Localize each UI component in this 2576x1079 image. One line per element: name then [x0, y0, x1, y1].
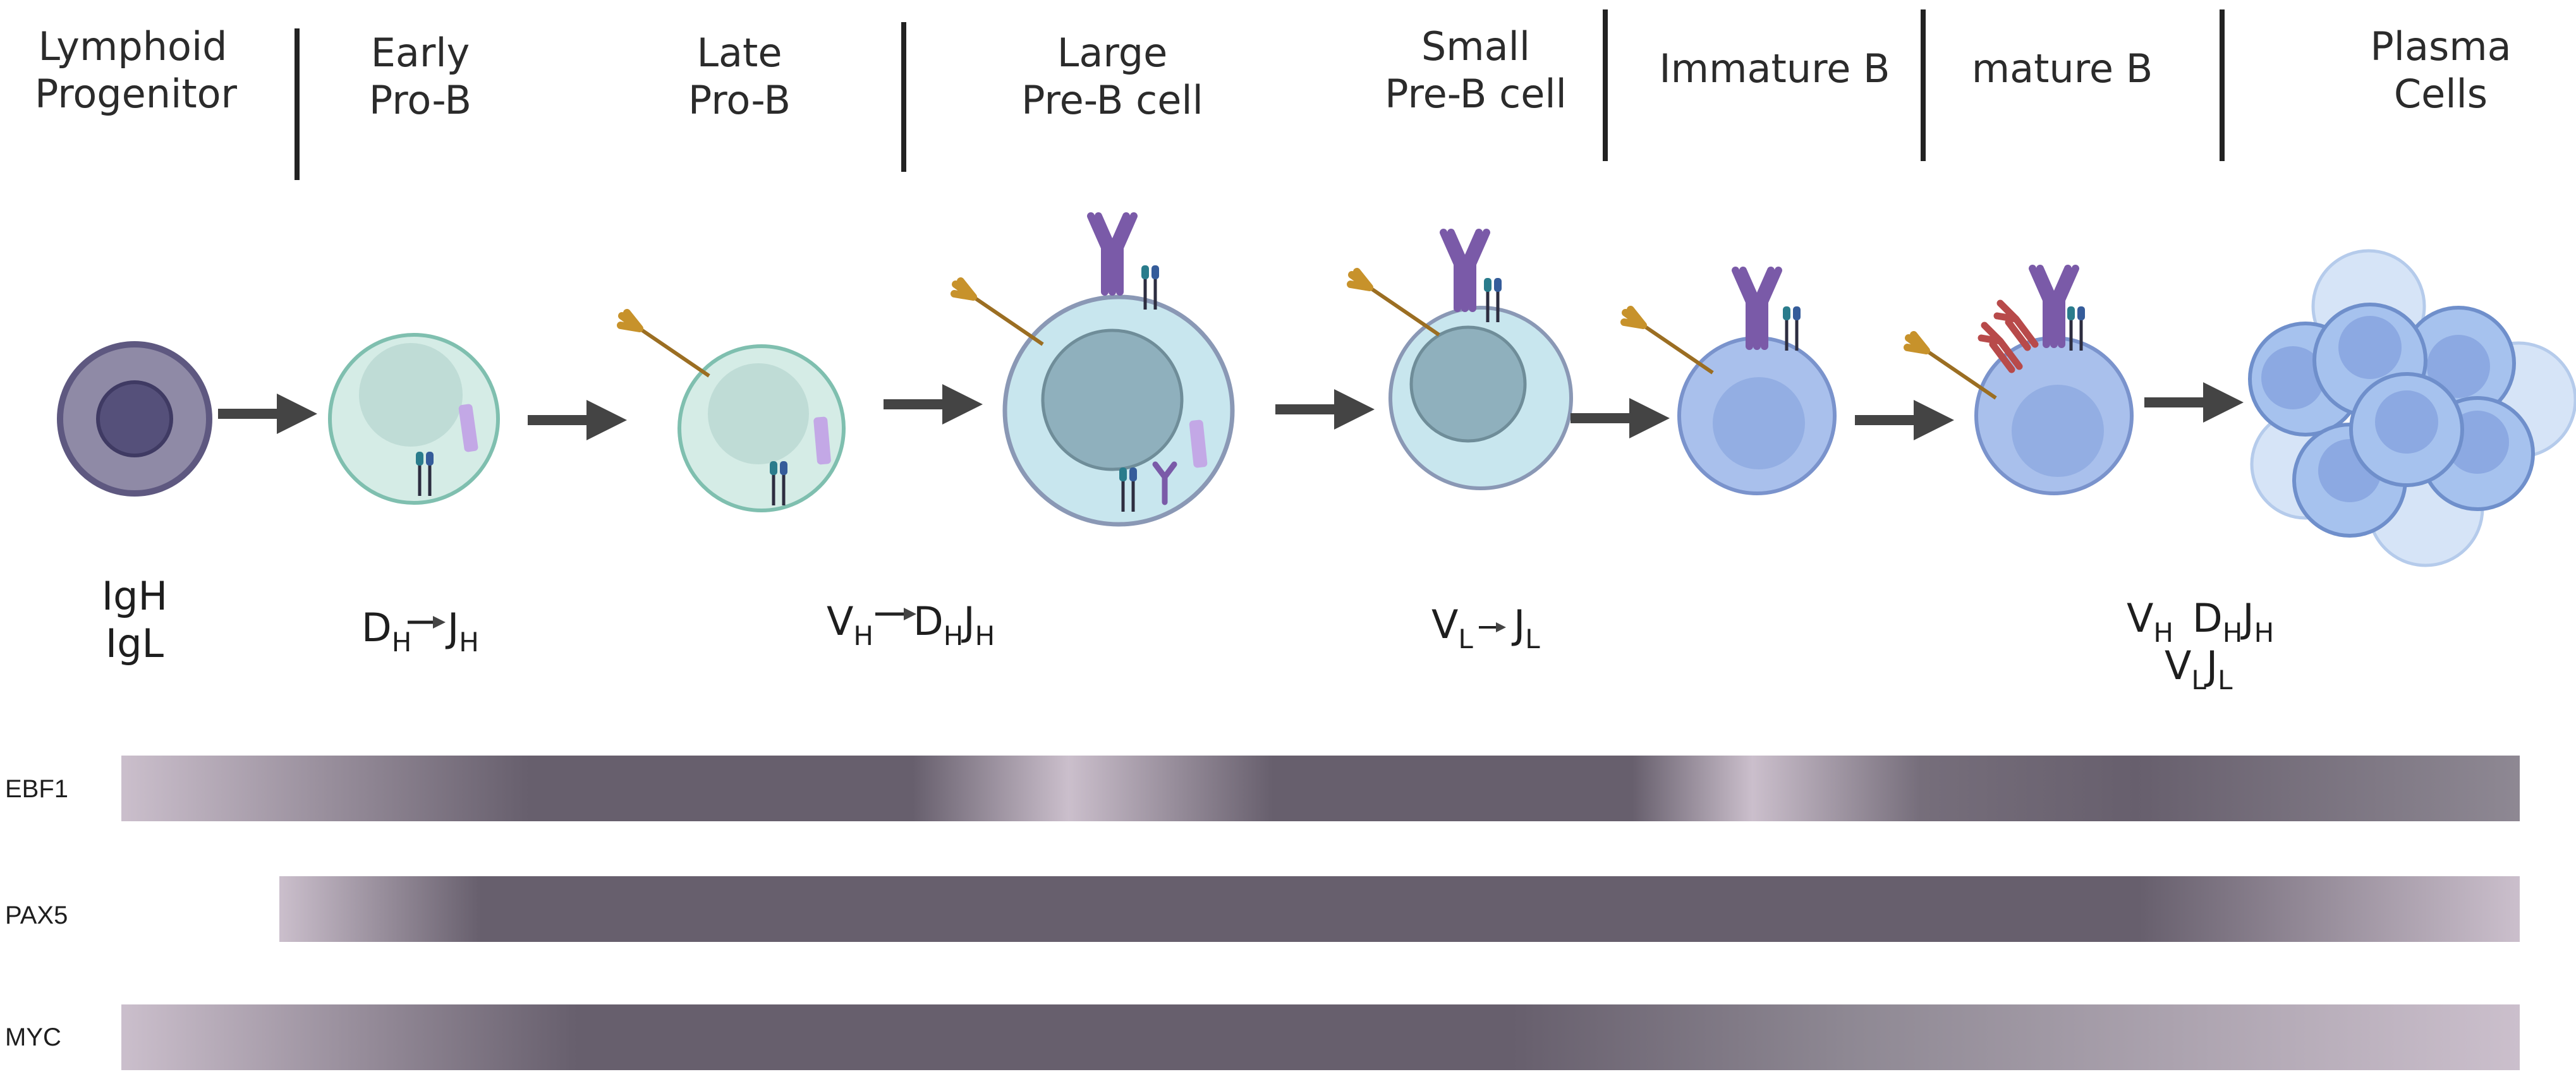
svg-text:JH: JH	[445, 605, 479, 658]
svg-text:VH: VH	[827, 598, 873, 651]
early-pro-b-cell	[328, 333, 500, 505]
stage-label-early-pro-b-line1: Early	[371, 30, 470, 76]
stage-label-small-pre-b-line1: Small	[1421, 23, 1530, 69]
locus-early-dh-jh: DH JH	[361, 605, 479, 658]
factor-label-ebf1: EBF1	[5, 775, 68, 803]
locus-late-vh-dhjh: VH DHJH	[827, 598, 995, 651]
stage-label-small-pre-b-line2: Pre-B cell	[1385, 71, 1567, 117]
expression-bar-ebf1	[121, 756, 2520, 821]
svg-text:JL: JL	[1511, 601, 1540, 654]
svg-text:VLJL: VLJL	[2165, 642, 2233, 696]
factor-label-myc: MYC	[5, 1023, 61, 1051]
stage-label-large-pre-b-line2: Pre-B cell	[1021, 77, 1203, 123]
stage-label-plasma-cells-line1: Plasma	[2370, 23, 2511, 69]
late-pro-b-cell	[621, 313, 846, 512]
stage-label-late-pro-b-line1: Late	[697, 30, 782, 76]
stage-label-lymphoid-progenitor-line1: Lymphoid	[38, 23, 227, 69]
expression-bar-pax5	[279, 876, 2520, 942]
stage-header-row: Lymphoid Progenitor Early Pro-B Late Pro…	[35, 9, 2512, 180]
stage-label-mature-b: mature B	[1972, 45, 2153, 92]
stage-label-immature-b: Immature B	[1659, 45, 1890, 92]
stage-label-plasma-cells-line2: Cells	[2394, 71, 2488, 117]
mature-b-cell	[1907, 268, 2134, 495]
factor-label-pax5: PAX5	[5, 901, 68, 929]
locus-progenitor-line2: IgL	[106, 620, 164, 666]
locus-progenitor-line1: IgH	[102, 573, 167, 619]
immature-b-cell	[1624, 270, 1837, 495]
locus-small-vl-jl: VL JL	[1431, 601, 1540, 654]
expression-bars: EBF1 PAX5 MYC	[5, 756, 2520, 1070]
cell-row	[57, 216, 2576, 567]
lymphoid-progenitor-cell	[57, 341, 212, 497]
large-pre-b-cell	[954, 216, 1235, 527]
small-pre-b-cell	[1351, 232, 1573, 490]
stage-label-lymphoid-progenitor-line2: Progenitor	[35, 71, 238, 117]
plasma-cell-cluster	[2248, 249, 2576, 567]
stage-label-early-pro-b-line2: Pro-B	[369, 77, 471, 123]
svg-text:DHJH: DHJH	[913, 598, 995, 651]
stage-label-late-pro-b-line2: Pro-B	[688, 77, 791, 123]
svg-text:VL: VL	[1431, 601, 1473, 654]
expression-bar-myc	[121, 1004, 2520, 1070]
stage-label-large-pre-b-line1: Large	[1057, 30, 1167, 76]
svg-text:DH: DH	[361, 605, 411, 658]
